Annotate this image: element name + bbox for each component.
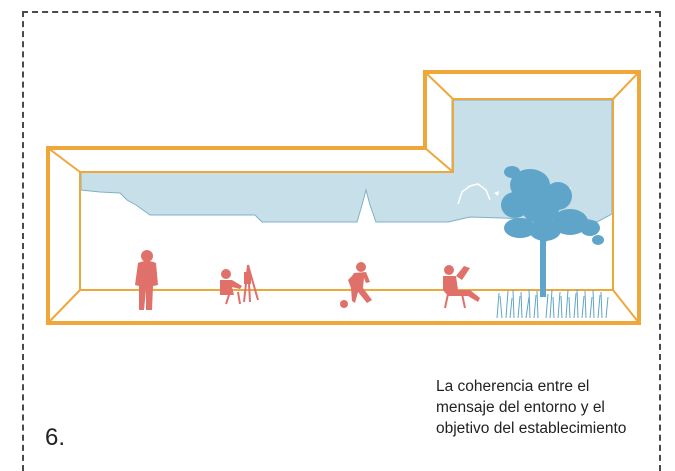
standing-person-icon bbox=[135, 250, 158, 310]
reading-person-icon bbox=[443, 265, 480, 309]
caption-line: objetivo del establecimiento bbox=[436, 420, 627, 437]
caption-line: La coherencia entre el bbox=[436, 378, 590, 395]
figure-caption: La coherencia entre el mensaje del entor… bbox=[436, 376, 661, 439]
football-player-icon bbox=[340, 262, 372, 308]
castle-outline bbox=[457, 183, 491, 205]
tree-icon bbox=[501, 166, 604, 297]
room-outline bbox=[46, 70, 641, 325]
painter-icon bbox=[220, 264, 259, 305]
figure-number: 6. bbox=[45, 424, 66, 451]
caption-line: mensaje del entorno y el bbox=[436, 399, 605, 416]
grass-icon bbox=[496, 288, 609, 319]
dashed-frame bbox=[22, 11, 661, 471]
